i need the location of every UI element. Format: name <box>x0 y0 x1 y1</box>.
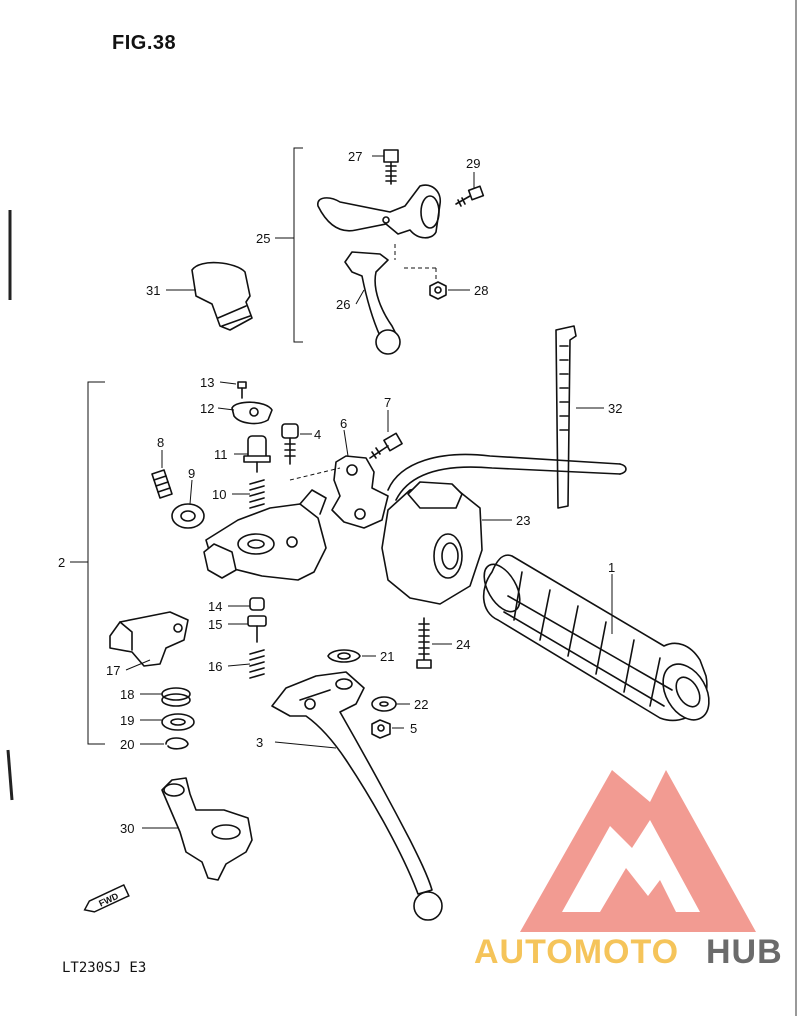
model-code: LT230SJ E3 <box>62 960 147 976</box>
callout-16: 16 <box>208 659 222 674</box>
scan-edge-marks <box>6 0 797 1016</box>
part-18-spring <box>161 687 191 707</box>
callout-leaders <box>125 155 613 829</box>
part-12-plate <box>231 401 273 425</box>
part-14-cap <box>249 597 265 611</box>
forward-direction-arrow-icon: FWD <box>83 883 130 913</box>
part-16-spring <box>249 649 265 679</box>
callout-24: 24 <box>456 637 470 652</box>
callout-32: 32 <box>608 401 622 416</box>
callout-31: 31 <box>146 283 160 298</box>
group-bracket-25 <box>275 147 303 343</box>
part-6-clamp <box>331 455 389 529</box>
callout-9: 9 <box>188 466 195 481</box>
part-7-bolt <box>369 432 403 459</box>
callout-12: 12 <box>200 401 214 416</box>
part-22-washer <box>371 696 397 712</box>
part-9-ring <box>171 503 205 529</box>
part-29-screw <box>455 185 485 207</box>
callout-5: 5 <box>410 721 417 736</box>
callout-2: 2 <box>58 555 65 570</box>
part-10-spring <box>249 479 265 509</box>
callout-14: 14 <box>208 599 222 614</box>
part-11-plunger <box>243 435 271 473</box>
part-28-nut <box>404 267 447 300</box>
callout-20: 20 <box>120 737 134 752</box>
callout-17: 17 <box>106 663 120 678</box>
callout-11: 11 <box>214 447 228 462</box>
part-32-cable-tie <box>555 325 577 509</box>
part-25-bracket <box>317 184 442 239</box>
part-26-lever <box>344 244 401 355</box>
lever-bracket-body <box>203 467 341 581</box>
part-19-ring <box>161 713 195 731</box>
figure-title: FIG.38 <box>112 32 177 54</box>
part-27-bolt <box>383 149 399 185</box>
callout-6: 6 <box>340 416 347 431</box>
callout-3: 3 <box>256 735 263 750</box>
callout-21: 21 <box>380 649 394 664</box>
watermark-brand-right: HUB <box>706 933 783 971</box>
callout-10: 10 <box>212 487 226 502</box>
group-bracket-2 <box>70 381 105 745</box>
part-31-guard <box>191 261 253 331</box>
part-13-screw <box>237 381 247 399</box>
automotohub-logo <box>520 770 756 932</box>
watermark-brand-left: AUTOMOTO <box>474 933 679 971</box>
callout-4: 4 <box>314 427 321 442</box>
callout-19: 19 <box>120 713 134 728</box>
part-4-bolt <box>281 423 299 465</box>
callout-15: 15 <box>208 617 222 632</box>
callout-8: 8 <box>157 435 164 450</box>
part-8-screw <box>151 469 173 499</box>
part-3-brake-lever <box>271 671 443 921</box>
callout-30: 30 <box>120 821 134 836</box>
callout-labels: 1 2 3 4 5 6 7 8 9 10 11 12 13 14 15 16 1… <box>58 149 622 836</box>
part-21-washer <box>327 649 361 663</box>
part-20-clip <box>165 737 189 750</box>
part-15-pin <box>247 615 267 643</box>
callout-25: 25 <box>256 231 270 246</box>
callout-7: 7 <box>384 395 391 410</box>
part-30-guard-clamp <box>161 777 253 881</box>
callout-27: 27 <box>348 149 362 164</box>
callout-22: 22 <box>414 697 428 712</box>
callout-29: 29 <box>466 156 480 171</box>
callout-1: 1 <box>608 560 615 575</box>
part-5-nut <box>371 719 391 739</box>
callout-26: 26 <box>336 297 350 312</box>
part-23-switch-housing <box>381 453 627 605</box>
callout-13: 13 <box>200 375 214 390</box>
part-1-grip <box>482 554 710 722</box>
part-24-screw <box>416 617 432 669</box>
part-17-switch <box>109 611 189 667</box>
callout-23: 23 <box>516 513 530 528</box>
callout-28: 28 <box>474 283 488 298</box>
callout-18: 18 <box>120 687 134 702</box>
